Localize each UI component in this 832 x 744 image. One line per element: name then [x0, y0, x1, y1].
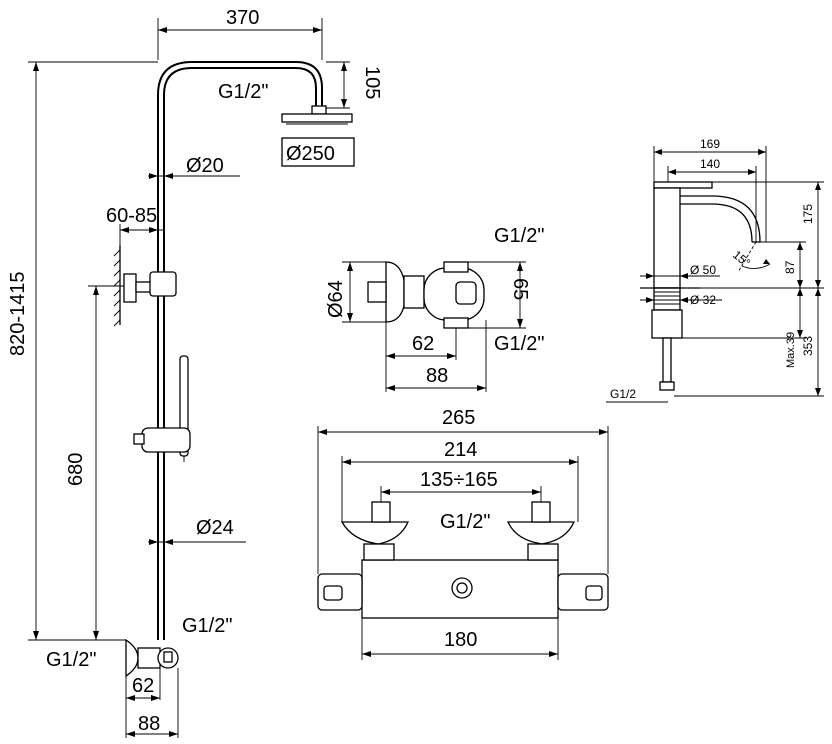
label-hose-thread: G1/2	[610, 387, 636, 401]
dim-rail-height: 680	[65, 285, 124, 640]
dim-arm-length: 370	[157, 7, 323, 60]
label-pipe-lower: Ø24	[196, 517, 234, 539]
wall-bracket	[113, 245, 177, 327]
dim-pipe-upper: Ø20	[148, 155, 240, 179]
label-arm-drop: 105	[361, 66, 383, 99]
dim-body-width: 180	[361, 618, 559, 660]
dim-spout-reach: 169	[653, 137, 767, 242]
shower-column: 370 105 G1/2" Ø250 Ø20 60-85	[7, 7, 383, 738]
label-body-width: 180	[444, 629, 477, 651]
label-height-total: 175	[801, 204, 815, 224]
dim-shank-length: 353	[674, 288, 824, 397]
label-valve-bottom-thread: G1/2"	[494, 333, 544, 355]
dim-valve-depth: 62 88	[385, 320, 487, 392]
label-valve-top-thread: G1/2"	[494, 225, 544, 247]
basin-mixer: 169 140 175 87 15°	[606, 137, 824, 403]
label-valve-height: 65	[509, 278, 531, 300]
label-pipe-upper: Ø20	[186, 155, 224, 177]
label-handles-width: 214	[444, 439, 477, 461]
dim-pipe-lower: Ø24	[148, 517, 246, 545]
label-head-diameter: Ø250	[286, 143, 335, 165]
dim-spout-height: 87	[783, 242, 803, 288]
label-inlet-thread-right: G1/2"	[182, 615, 232, 637]
label-valve-diameter: Ø64	[325, 280, 347, 318]
dim-valve-diameter: Ø64	[325, 261, 386, 323]
label-arm-length: 370	[226, 7, 259, 29]
label-shank-length: 353	[801, 336, 815, 356]
label-spout-reach-inner: 140	[700, 157, 720, 171]
dim-arm-drop: 105	[326, 61, 383, 109]
label-rail-height: 680	[65, 453, 87, 486]
thermostat-front: 265 214 135÷165 G1/2" 180	[317, 407, 609, 660]
label-mixer-depth-inner: 62	[132, 675, 154, 697]
dim-wall-offset: 60-85	[106, 205, 164, 245]
label-head-thread: G1/2"	[218, 81, 268, 103]
dim-angle: 15°	[730, 241, 771, 273]
label-valve-depth-outer: 88	[426, 365, 448, 387]
head-diameter-box	[281, 137, 355, 167]
hand-shower	[133, 355, 191, 462]
label-inlet-thread-left: G1/2"	[46, 649, 96, 671]
label-max-deck: Max.39	[785, 332, 797, 368]
dim-total-height: 820-1415	[7, 61, 158, 641]
label-spout-height: 87	[783, 260, 797, 274]
label-shank-diameter: Ø 32	[690, 293, 716, 307]
label-overall-width: 265	[442, 407, 475, 429]
label-thermostat-thread: G1/2"	[440, 511, 490, 533]
label-valve-depth-inner: 62	[412, 333, 434, 355]
dim-spout-reach-inner: 140	[667, 157, 757, 242]
dim-valve-height: 65	[468, 261, 531, 329]
dim-inlet-spacing: 135÷165	[380, 469, 542, 502]
dim-max-deck: Max.39	[682, 288, 806, 368]
dim-shank-diameter: Ø 32	[640, 293, 722, 307]
label-base-diameter: Ø 50	[690, 263, 716, 277]
shower-pipe	[157, 61, 323, 640]
label-spout-reach: 169	[700, 137, 720, 151]
label-angle: 15°	[730, 248, 753, 271]
shower-head	[281, 105, 353, 125]
dim-height-total: 175	[700, 181, 824, 289]
label-mixer-depth-outer: 88	[138, 713, 160, 735]
dim-base-diameter: Ø 50	[640, 263, 720, 279]
dim-handles-width: 214	[341, 439, 579, 522]
label-total-height: 820-1415	[7, 271, 29, 356]
column-mixer	[125, 638, 179, 678]
label-wall-offset: 60-85	[106, 205, 157, 227]
label-inlet-spacing: 135÷165	[420, 469, 498, 491]
dim-mixer-depth: 62 88	[125, 668, 179, 738]
dim-overall-width: 265	[317, 407, 609, 574]
dim-hose-thread: G1/2	[606, 387, 668, 403]
valve-side-view: Ø64 65 G1/2" G1/2" 62 88	[325, 225, 544, 392]
